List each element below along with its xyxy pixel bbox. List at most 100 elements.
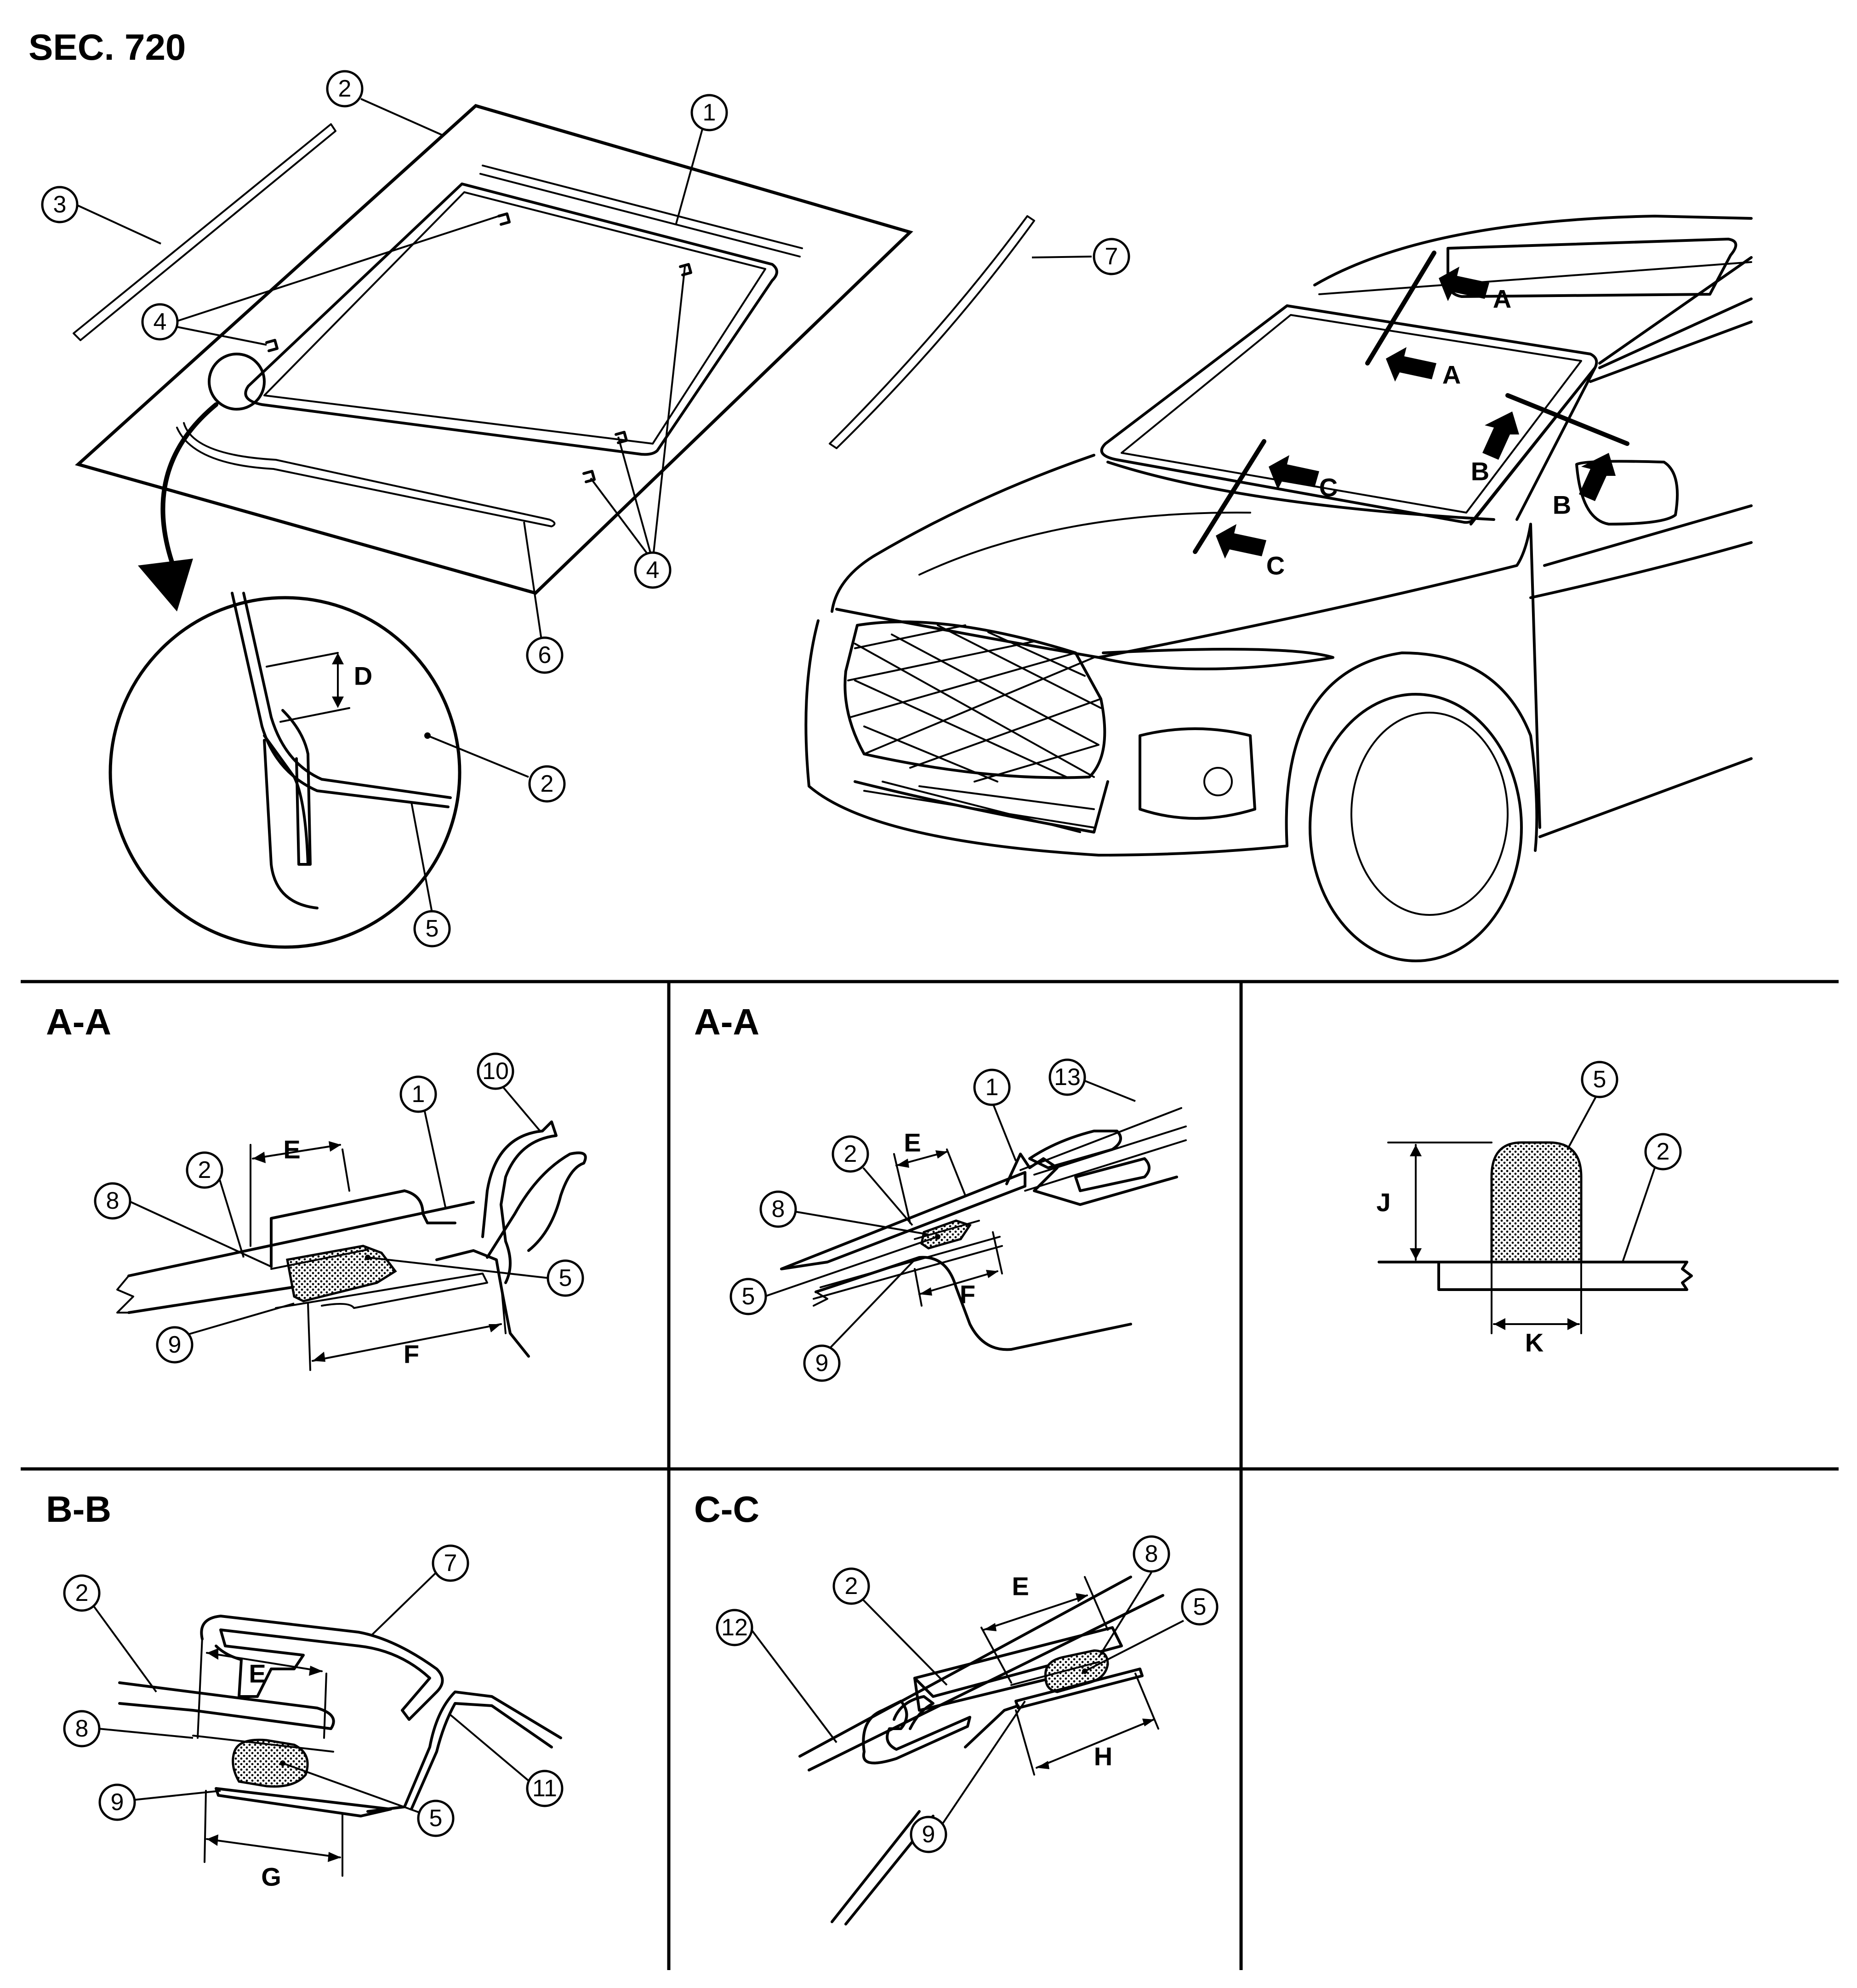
panel-3-title: B-B: [46, 1489, 111, 1530]
p5-glass-edge: [913, 1626, 1123, 1698]
sealant-line-inner: [281, 709, 312, 866]
section-c-label-2: C: [1266, 551, 1285, 580]
p3-leader-5: [1566, 1094, 1598, 1150]
p3-dim-j-arrows: [1410, 1145, 1422, 1260]
spacer-3: [265, 339, 279, 352]
svg-text:3: 3: [53, 191, 67, 218]
section-a-arrow-2: [1386, 347, 1436, 382]
windshield-glass-outline: [74, 104, 913, 595]
wheel-arch: [1285, 651, 1538, 852]
body-shoulder-line: [1529, 541, 1753, 599]
p2-glass: [780, 1171, 1026, 1270]
windshield-exploded-view: [73, 98, 1092, 646]
lower-molding: [176, 422, 556, 527]
p1-dim-f-line: [312, 1323, 502, 1362]
p5-callout-2: 2: [832, 1567, 870, 1605]
cowl-line: [1106, 461, 1495, 521]
p2-flange-end: [813, 1291, 828, 1307]
p1-callout-5: 5: [547, 1259, 584, 1297]
p4-callout-8: 8: [63, 1710, 101, 1748]
sunroof: [1447, 238, 1737, 298]
section-c-arrow-1: [1269, 455, 1319, 490]
svg-text:1: 1: [985, 1074, 999, 1101]
p4-callout-7: 7: [432, 1544, 469, 1582]
glass-edge-outer: [231, 592, 450, 808]
svg-text:8: 8: [1145, 1541, 1158, 1567]
svg-text:4: 4: [154, 308, 167, 335]
grille-mesh: [847, 624, 1102, 783]
p3-letter-j: J: [1376, 1188, 1390, 1217]
p3-callout-5: 5: [1581, 1061, 1618, 1098]
section-c-arrow-2: [1216, 524, 1266, 559]
callout-3: 3: [41, 186, 79, 223]
panel-2-title: A-A: [694, 1001, 759, 1042]
p4-callout-5: 5: [417, 1799, 455, 1837]
p5-cowl-lip: [893, 1695, 934, 1730]
p2-body-panel: [815, 1256, 1132, 1351]
panel-b-b: B-B E G: [46, 1489, 562, 1891]
p2-dim-f-line: [918, 1270, 998, 1295]
section-label: SEC. 720: [28, 27, 186, 68]
p1-callout-8: 8: [94, 1182, 131, 1220]
p1-body-flange: [275, 1273, 488, 1309]
p2-dim-f-ext: [914, 1231, 1003, 1307]
svg-text:2: 2: [198, 1157, 211, 1183]
vehicle-view: A A B B C C: [804, 215, 1753, 962]
p5-glass-block: [913, 1668, 1091, 1712]
p3-glass: [1378, 1261, 1693, 1291]
svg-text:2: 2: [75, 1580, 89, 1606]
front-bumper: [804, 619, 1288, 857]
p1-callout-9: 9: [156, 1326, 194, 1364]
callout-5-detail: 5: [413, 910, 451, 948]
front-tire: [1309, 693, 1523, 962]
p1-dim-e-ext: [250, 1144, 350, 1247]
section-b-label-2: B: [1553, 491, 1571, 520]
leader-5a: [410, 802, 433, 913]
leader-3: [75, 204, 161, 245]
section-a-arrow-1: [1439, 267, 1489, 301]
p5-dim-e-line: [983, 1594, 1088, 1631]
headlight: [1097, 648, 1334, 670]
p4-leader-9: [133, 1790, 221, 1801]
section-b-label-1: B: [1471, 457, 1489, 486]
p4-body-outer: [366, 1691, 562, 1813]
p4-leader-11: [450, 1714, 539, 1789]
p1-leader-8: [126, 1199, 272, 1268]
p1-leader-1: [421, 1096, 447, 1210]
p2-leader-2: [862, 1167, 913, 1226]
svg-text:8: 8: [106, 1188, 120, 1214]
callout-6: 6: [526, 636, 564, 674]
roof-line-2: [1318, 261, 1752, 295]
p5-callout-5: 5: [1181, 1588, 1219, 1626]
p2-letter-e: E: [904, 1128, 921, 1157]
p4-sealant: [232, 1738, 309, 1788]
p5-callout-9: 9: [910, 1816, 947, 1853]
p4-leader-2: [93, 1606, 157, 1693]
a-pillar: [1470, 256, 1753, 526]
p5-body-panel: [964, 1704, 1020, 1748]
p1-primer-top: [270, 1249, 369, 1270]
p5-dim-h-ext: [1015, 1673, 1159, 1776]
p4-molding: [200, 1615, 444, 1721]
p1-letter-f: F: [404, 1340, 419, 1369]
leader-4b: [590, 266, 686, 562]
p2-leader-1: [992, 1103, 1017, 1161]
callout-7-top: 7: [1093, 238, 1130, 275]
p4-callout-9: 9: [98, 1783, 136, 1821]
windshield: [1100, 304, 1598, 524]
panel-4-title: C-C: [694, 1489, 759, 1530]
p1-molding: [270, 1189, 456, 1268]
svg-text:5: 5: [1193, 1594, 1207, 1620]
leader-1a: [675, 112, 708, 226]
svg-text:5: 5: [742, 1283, 755, 1310]
windshield-inner: [1121, 314, 1582, 514]
p5-leader-12: [751, 1629, 837, 1743]
p1-callout-10: 10: [477, 1052, 514, 1090]
svg-text:10: 10: [482, 1058, 509, 1085]
p3-callout-2: 2: [1644, 1133, 1682, 1171]
p4-dim-g-line: [206, 1838, 341, 1858]
p1-glass-break: [116, 1275, 134, 1314]
p1-roof-inner: [486, 1151, 587, 1259]
lower-grille-mesh: [863, 781, 1095, 833]
